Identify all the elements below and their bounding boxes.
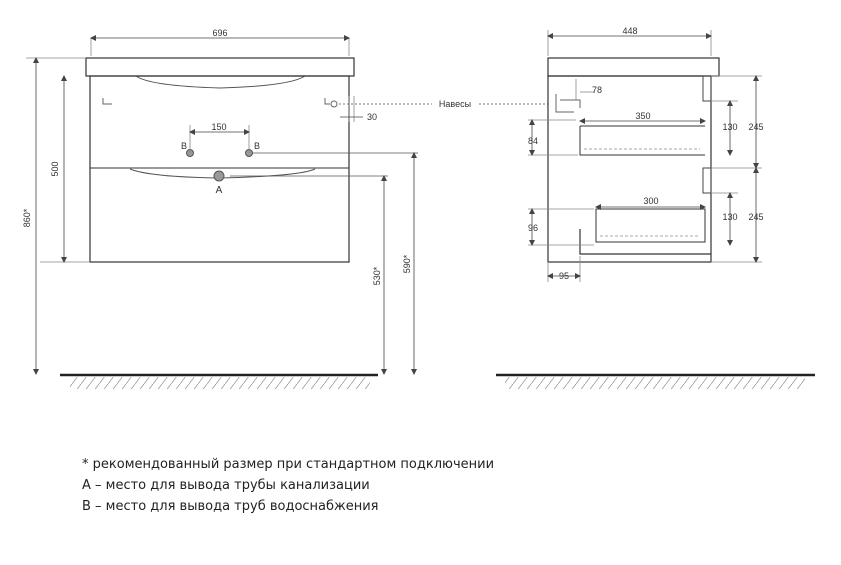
front-countertop [85,57,355,77]
wall-offset-label: 30 [367,112,377,122]
side-lower-front [702,167,712,194]
note-inlet-b: В – место для вывода труб водоснабжения [82,499,379,514]
upper-drawer-depth-label: 350 [635,111,650,121]
outlet-a-label: A [216,185,223,196]
note-recommended-size: * рекомендованный размер при стандартном… [82,457,495,472]
depth-label: 448 [622,26,637,36]
cabinet-height-label: 500 [50,161,60,176]
inlet-b-right-label: B [254,141,260,151]
lower-drawer [595,208,706,243]
wall-bracket [555,94,581,113]
front-offset-label: 95 [559,271,569,281]
outlet-a-marker [213,170,225,182]
inlet-b-left-label: B [181,141,187,151]
lower-section-label: 245 [748,212,763,222]
side-upper-front [702,75,712,102]
front-mount-point [330,100,338,108]
front-hook-left [102,98,112,105]
side-cabinet-body [547,75,712,263]
front-basin-curve [135,75,306,89]
front-floor-hatch [70,377,370,389]
lower-drawer-height-label: 96 [528,223,538,233]
lower-front-height-label: 130 [722,212,737,222]
inlet-height-label: 590* [402,254,412,273]
tap-spacing-label: 150 [211,122,226,132]
side-floor-hatch [505,377,805,389]
outlet-height-label: 530* [372,266,382,285]
note-outlet-a: А – место для вывода трубы канализации [82,478,370,493]
total-height-label: 860* [22,208,32,227]
upper-drawer-height-label: 84 [528,136,538,146]
upper-drawer [579,126,705,156]
upper-section-label: 245 [748,122,763,132]
fastener-label: Навесы [439,99,471,109]
width-label: 696 [212,28,227,38]
upper-front-height-label: 130 [722,122,737,132]
front-hook-right [324,98,330,105]
hook-offset-label: 78 [592,85,602,95]
pipe-guide [579,229,711,255]
lower-drawer-depth-label: 300 [643,196,658,206]
side-countertop [547,57,720,77]
front-cabinet-body [89,75,350,263]
side-view [496,30,815,389]
front-view [26,35,548,389]
